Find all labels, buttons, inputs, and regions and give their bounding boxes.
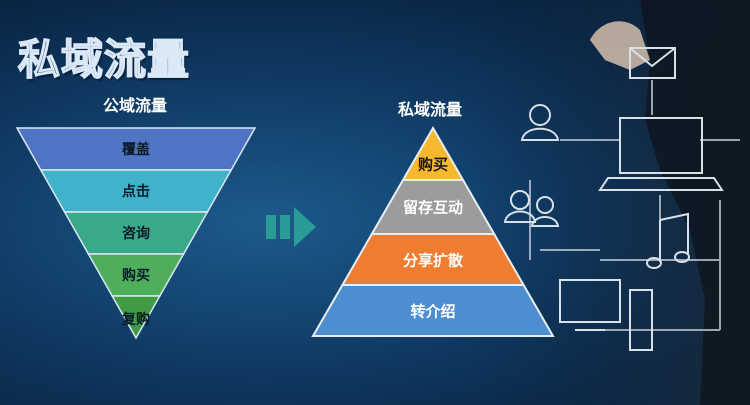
funnel bbox=[15, 127, 257, 340]
hand-icon bbox=[590, 21, 650, 70]
desktop-computer-icon bbox=[559, 279, 653, 351]
pyramid-layer-label: 分享扩散 bbox=[402, 251, 464, 269]
pyramid-title: 私域流量 bbox=[398, 100, 463, 119]
funnel-layer-label: 覆盖 bbox=[122, 142, 150, 158]
music-note-icon bbox=[646, 212, 690, 269]
pyramid-layer bbox=[311, 284, 555, 337]
funnel-layer-label: 复购 bbox=[122, 312, 150, 328]
funnel-layer-label: 咨询 bbox=[122, 226, 150, 242]
person-silhouette bbox=[640, 0, 750, 405]
email-icon bbox=[629, 47, 676, 79]
pyramid-layer-label: 留存互动 bbox=[402, 198, 464, 217]
user-group-icon bbox=[503, 190, 560, 227]
pyramid-layer-label: 购买 bbox=[417, 155, 449, 174]
laptop-icon bbox=[598, 117, 724, 191]
funnel-layer-label: 购买 bbox=[122, 268, 150, 284]
pyramid bbox=[311, 125, 555, 337]
funnel-layer-label: 点击 bbox=[122, 184, 150, 200]
funnel-title: 公域流量 bbox=[103, 96, 168, 115]
page-title: 私域流量 bbox=[17, 34, 191, 85]
right-arrow-icon bbox=[266, 207, 316, 247]
pyramid-layer-label: 转介绍 bbox=[410, 302, 456, 320]
user-icon bbox=[520, 104, 560, 141]
funnel-layer bbox=[110, 295, 162, 340]
